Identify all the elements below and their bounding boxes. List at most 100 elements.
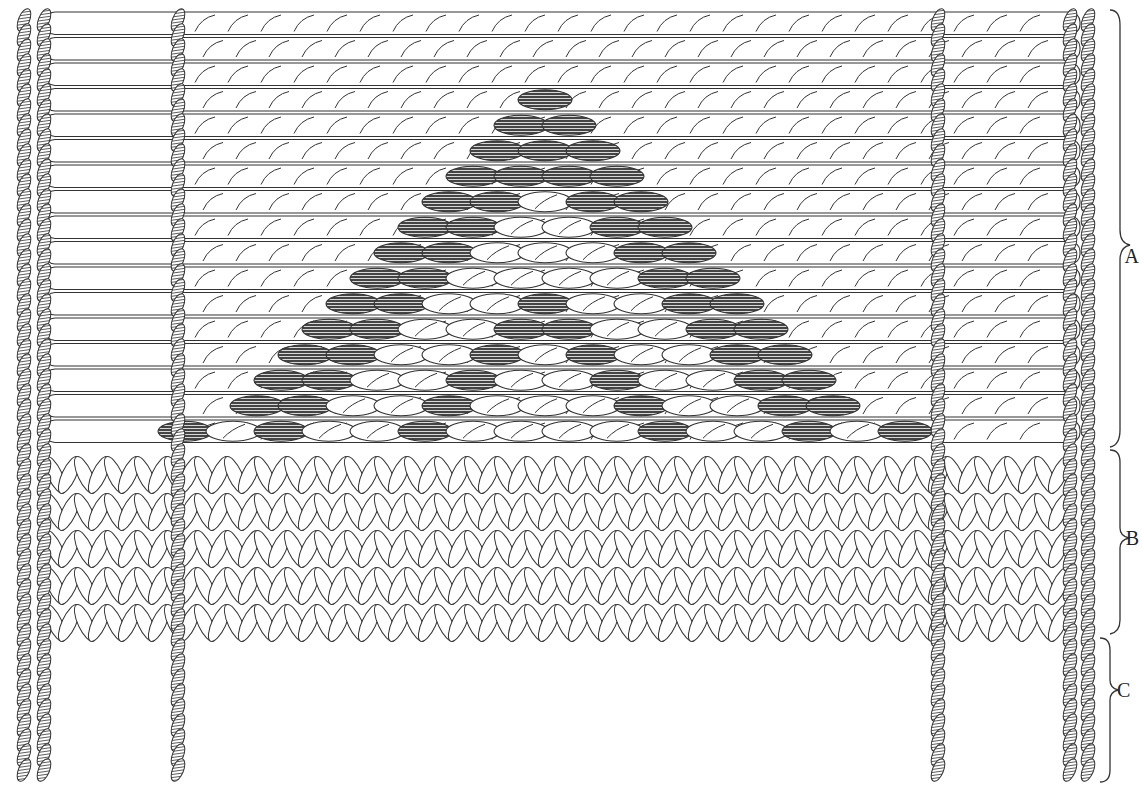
stitch-slash	[631, 348, 653, 362]
stitch-slash	[723, 219, 743, 236]
lens-stitch	[518, 90, 572, 110]
stitch-slash	[855, 15, 875, 32]
stitch-slash	[401, 92, 421, 109]
lens-stitch	[542, 319, 596, 339]
lens-stitch	[542, 370, 596, 390]
stitch-slash	[294, 270, 314, 287]
lens-stitch	[350, 421, 404, 441]
stitch-slash	[690, 15, 710, 32]
lens-stitch	[422, 294, 476, 314]
stitch-slash	[797, 245, 817, 262]
stitch-slash	[195, 321, 215, 338]
lens-stitch	[374, 345, 428, 365]
stitch-slash	[896, 143, 916, 160]
stitch-slash	[888, 117, 908, 134]
stitch-slash	[327, 168, 347, 185]
stitch-slash	[335, 194, 355, 211]
stitch-slash	[1020, 321, 1040, 338]
lens-stitch	[542, 268, 596, 288]
stitch-slash	[360, 117, 380, 134]
stitch-slash	[415, 322, 437, 336]
stitch-slash	[698, 143, 718, 160]
stitch-slash	[228, 66, 248, 83]
stitch-slash	[954, 270, 974, 287]
lens-stitch	[566, 294, 620, 314]
stitch-slash	[855, 168, 875, 185]
stitch-slash	[261, 117, 281, 134]
lens-stitch	[398, 319, 452, 339]
lens-stitch	[374, 243, 428, 263]
stitch-slash	[261, 219, 281, 236]
lens-stitch	[446, 166, 500, 186]
stitch-slash	[269, 92, 289, 109]
lens-stitch	[446, 319, 500, 339]
lens-stitch	[782, 421, 836, 441]
stitch-slash	[679, 348, 701, 362]
stitch-slash	[657, 117, 677, 134]
lens-stitch	[830, 421, 884, 441]
stitch-slash	[731, 41, 751, 58]
stitch-slash	[665, 92, 685, 109]
lens-stitch	[782, 370, 836, 390]
stitch-slash	[511, 424, 533, 438]
lens-stitch	[542, 421, 596, 441]
stitch-slash	[463, 271, 485, 285]
stitch-slash	[1028, 92, 1048, 109]
stitch-slash	[327, 219, 347, 236]
stitch-slash	[434, 92, 454, 109]
stitch-slash	[426, 15, 446, 32]
stitch-slash	[657, 15, 677, 32]
stitch-slash	[492, 15, 512, 32]
stitch-slash	[679, 399, 701, 413]
stitch-slash	[690, 219, 710, 236]
stitch-slash	[236, 92, 256, 109]
stitch-slash	[236, 194, 256, 211]
stitch-slash	[888, 66, 908, 83]
lens-stitch	[470, 192, 524, 212]
chain-link	[1060, 757, 1079, 783]
section-label: B	[1126, 528, 1139, 548]
row-strand	[45, 242, 1080, 265]
stitch-slash	[665, 143, 685, 160]
lens-stitch	[494, 166, 548, 186]
stitch-slash	[624, 66, 644, 83]
stitch-slash	[261, 15, 281, 32]
stitch-slash	[995, 92, 1015, 109]
stitch-slash	[269, 143, 289, 160]
lens-stitch	[614, 243, 668, 263]
lens-stitch	[518, 345, 572, 365]
row-strand	[45, 12, 1080, 35]
stitch-slash	[665, 41, 685, 58]
stitch-slash	[764, 92, 784, 109]
stitch-slash	[731, 194, 751, 211]
stitch-slash	[723, 168, 743, 185]
stitch-slash	[690, 168, 710, 185]
stitch-slash	[863, 92, 883, 109]
stitch-slash	[954, 66, 974, 83]
stitch-slash	[822, 168, 842, 185]
stitch-slash	[962, 398, 982, 415]
stitch-slash	[896, 245, 916, 262]
stitch-slash	[327, 15, 347, 32]
stitch-slash	[987, 168, 1007, 185]
stitch-slash	[830, 194, 850, 211]
stitch-slash	[195, 66, 215, 83]
lens-stitch	[662, 243, 716, 263]
stitch-slash	[954, 372, 974, 389]
lens-stitch	[398, 268, 452, 288]
stitch-slash	[228, 321, 248, 338]
lens-stitch	[326, 294, 380, 314]
stitch-slash	[863, 194, 883, 211]
lens-stitch	[494, 370, 548, 390]
stitch-slash	[559, 424, 581, 438]
stitch-slash	[401, 41, 421, 58]
stitch-slash	[830, 143, 850, 160]
stitch-slash	[558, 15, 578, 32]
lens-stitch	[350, 319, 404, 339]
chain-link	[14, 757, 33, 783]
stitch-slash	[698, 41, 718, 58]
stitch-slash	[391, 399, 413, 413]
brace-c	[1100, 638, 1118, 782]
stitch-slash	[855, 270, 875, 287]
row-strand	[45, 293, 1080, 316]
